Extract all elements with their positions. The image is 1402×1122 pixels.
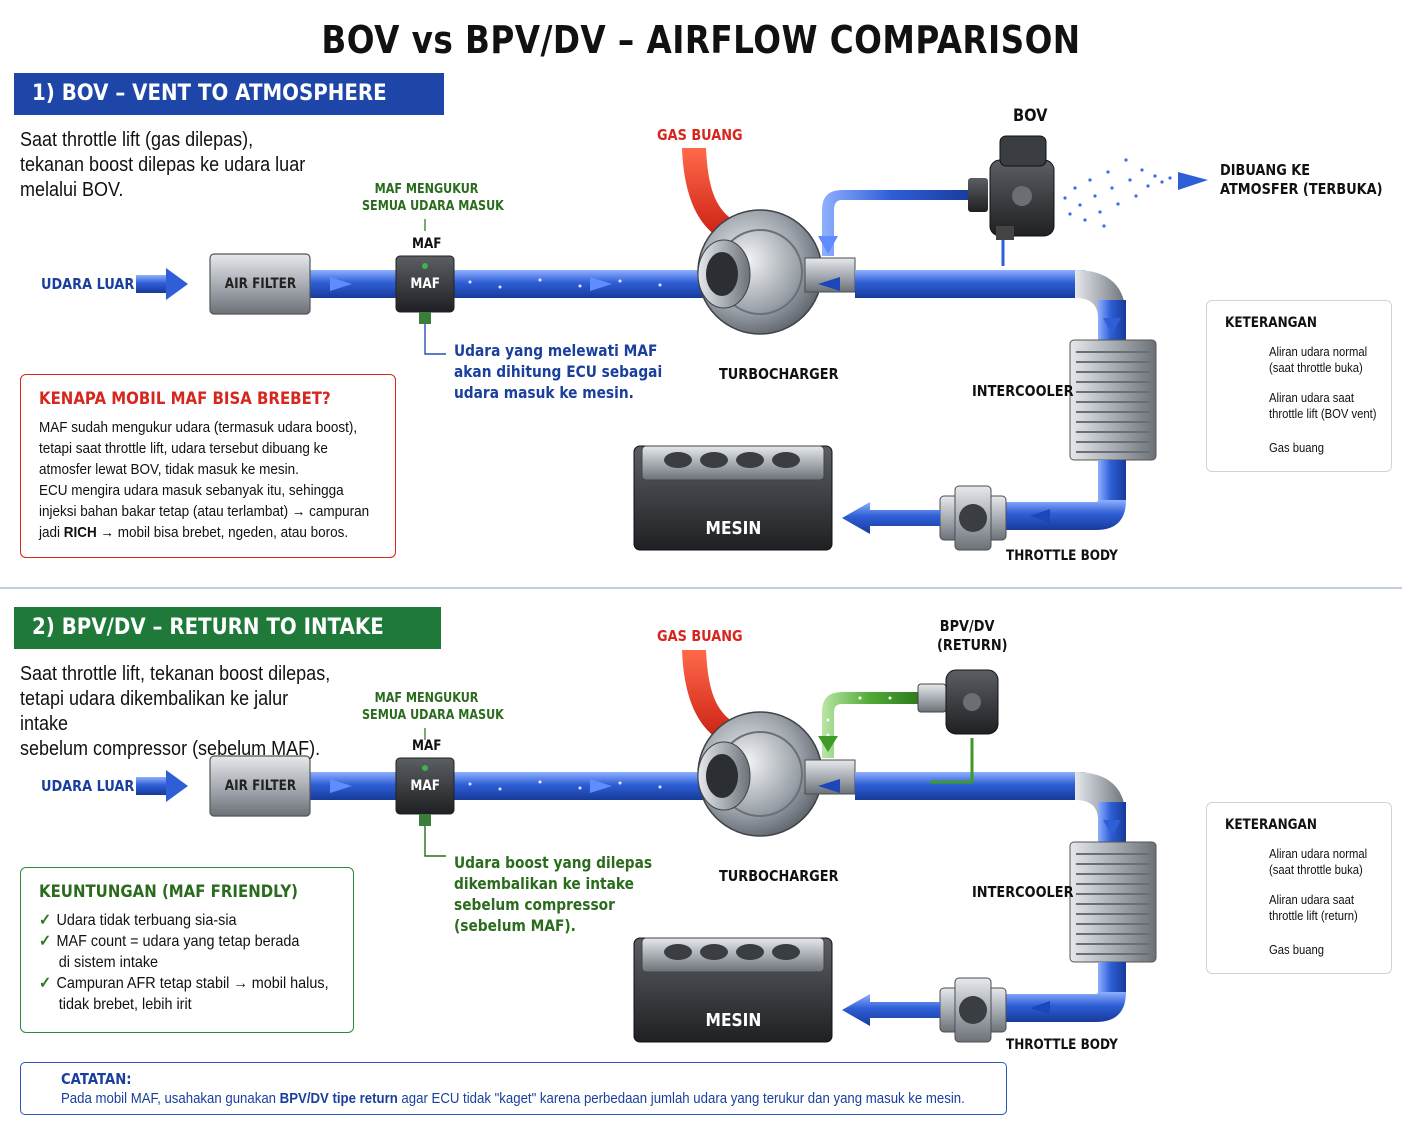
s1-throttle-body-label: THROTTLE BODY — [1006, 548, 1118, 564]
s1-info-box: KENAPA MOBIL MAF BISA BREBET? MAF sudah … — [20, 374, 396, 558]
s2-inlet-arrow — [136, 770, 188, 802]
s2-legend: KETERANGAN Aliran udara normal(saat thro… — [1206, 802, 1392, 974]
s2-intercooler-label: INTERCOOLER — [972, 883, 1074, 901]
section2-intro: Saat throttle lift, tekanan boost dilepa… — [20, 663, 331, 760]
note-title: CATATAN: — [61, 1070, 132, 1088]
note-box: CATATAN: Pada mobil MAF, usahakan gunaka… — [20, 1062, 1007, 1115]
s2-udara-luar-label: UDARA LUAR — [41, 777, 135, 795]
s2-engine-arrow — [842, 994, 940, 1026]
s1-legend-item-exhaust: Gas buang — [1269, 441, 1325, 455]
s1-engine-arrow — [842, 502, 940, 534]
s2-mesin-label: MESIN — [705, 1009, 761, 1031]
s1-udara-luar-label: UDARA LUAR — [41, 275, 135, 293]
check-icon: ✓ — [39, 933, 52, 950]
s1-intercooler — [1069, 339, 1157, 461]
s2-bpv-label: BPV/DV(RETURN) — [937, 617, 1008, 654]
s1-legend-title: KETERANGAN — [1225, 315, 1317, 331]
s1-gas-buang-label: GAS BUANG — [657, 126, 743, 144]
s2-intercooler — [1069, 841, 1157, 963]
s2-engine-block — [633, 937, 833, 1043]
s2-maf-label: MAF — [412, 738, 442, 754]
s2-benefit-cont: tidak brebet, lebih irit — [58, 996, 192, 1013]
s1-legend-item-normal: Aliran udara normal(saat throttle buka) — [1269, 345, 1368, 375]
s1-turbocharger-label: TURBOCHARGER — [719, 365, 839, 383]
section1-header: 1) BOV – VENT TO ATMOSPHERE — [14, 73, 445, 115]
s1-mesin-label: MESIN — [705, 517, 761, 539]
section1-graphics — [136, 135, 1258, 551]
s1-bov-branch — [822, 190, 975, 256]
s1-charge-pipe — [855, 270, 1085, 298]
s1-maf-box-label: MAF — [410, 276, 440, 292]
s2-air-filter-label: AIR FILTER — [224, 778, 296, 794]
s1-air-filter-label: AIR FILTER — [224, 276, 296, 292]
s2-throttle-body-label: THROTTLE BODY — [1006, 1037, 1118, 1053]
section2-graphics — [37, 650, 1258, 1093]
check-icon: ✓ — [39, 975, 52, 992]
s1-legend: KETERANGAN Aliran udara normal(saat thro… — [1206, 300, 1392, 472]
s2-charge-pipe — [855, 772, 1085, 800]
s1-engine-block — [633, 445, 833, 551]
s2-benefit-item: ✓Campuran AFR tetap stabil → mobil halus… — [39, 975, 329, 992]
check-icon: ✓ — [39, 912, 52, 929]
s2-throttle-body-part — [939, 977, 1007, 1043]
s1-bov-label: BOV — [1013, 106, 1048, 126]
s2-benefit-cont: di sistem intake — [58, 954, 159, 971]
s1-maf-label: MAF — [412, 236, 442, 252]
section2-header: 2) BPV/DV – RETURN TO INTAKE — [14, 607, 441, 649]
note-text: Pada mobil MAF, usahakan gunakan BPV/DV … — [61, 1090, 965, 1107]
s2-intake-pipe — [310, 772, 710, 800]
s1-inlet-arrow — [136, 268, 188, 300]
s1-intake-pipe — [310, 270, 710, 298]
s1-air-filter-box — [209, 253, 311, 315]
s1-info-title: KENAPA MOBIL MAF BISA BREBET? — [39, 389, 331, 409]
s2-benefit-item: ✓Udara tidak terbuang sia-sia — [39, 912, 237, 929]
s2-bpv-valve — [917, 669, 999, 735]
s2-gas-buang-label: GAS BUANG — [657, 627, 743, 645]
page-title: BOV vs BPV/DV – AIRFLOW COMPARISON — [321, 18, 1081, 62]
s1-info-text: MAF sudah mengukur udara (termasuk udara… — [39, 419, 370, 541]
s2-turbocharger-label: TURBOCHARGER — [719, 867, 839, 885]
s2-info-list: ✓Udara tidak terbuang sia-sia ✓MAF count… — [39, 910, 399, 1015]
s2-turbocharger — [697, 711, 856, 837]
s2-return-branch — [822, 692, 920, 758]
s2-benefit-item: ✓MAF count = udara yang tetap berada — [39, 933, 300, 950]
section1-intro: Saat throttle lift (gas dilepas),tekanan… — [20, 129, 306, 201]
s2-info-title: KEUNTUNGAN (MAF FRIENDLY) — [39, 882, 299, 902]
s2-legend-item-exhaust: Gas buang — [1269, 943, 1325, 957]
s2-air-filter-box — [209, 755, 311, 817]
s2-maf-box-label: MAF — [410, 778, 440, 794]
s2-legend-item-normal: Aliran udara normal(saat throttle buka) — [1269, 847, 1368, 877]
s1-vent-spray — [1063, 158, 1172, 228]
s1-intercooler-label: INTERCOOLER — [972, 382, 1074, 400]
s2-info-box: KEUNTUNGAN (MAF FRIENDLY) ✓Udara tidak t… — [20, 867, 354, 1033]
s1-throttle-body-part — [939, 485, 1007, 551]
s2-legend-title: KETERANGAN — [1225, 817, 1317, 833]
s1-bov-valve — [968, 135, 1055, 240]
